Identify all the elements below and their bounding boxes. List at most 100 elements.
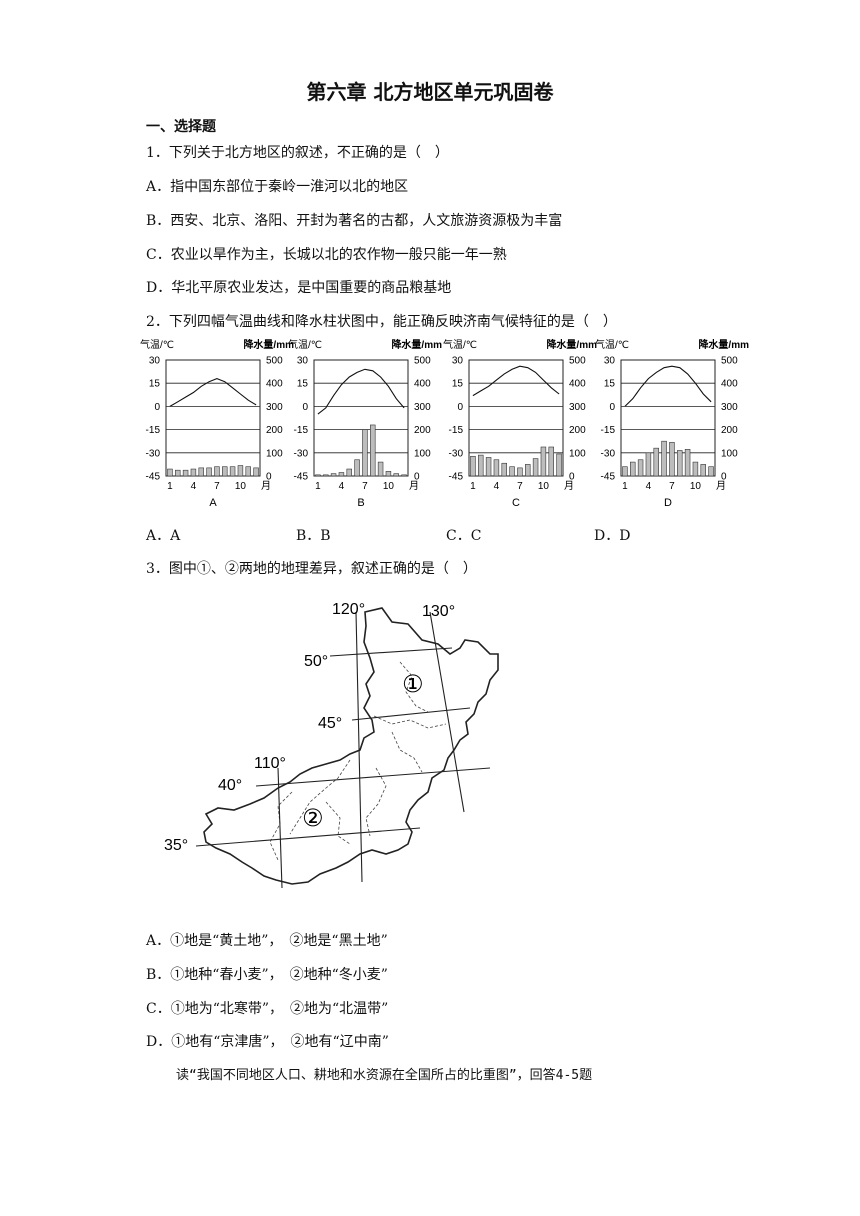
question-3-stem: 3．图中①、②两地的地理差异，叙述正确的是（ ） bbox=[146, 561, 477, 577]
precip-bar bbox=[237, 465, 244, 477]
precip-bar bbox=[556, 453, 562, 477]
precip-axis-label: 降水量/mm bbox=[698, 338, 749, 351]
precip-bar bbox=[708, 466, 714, 477]
question-3-option-a[interactable]: A．①地是“黄土地”， ②地是“黑土地” bbox=[146, 933, 388, 949]
precip-bar bbox=[684, 449, 691, 477]
chart-caption: A bbox=[209, 497, 217, 509]
precip-bar bbox=[540, 446, 547, 477]
x-tick-label: 10 bbox=[383, 481, 395, 492]
precip-tick-label: 0 bbox=[414, 472, 420, 483]
precip-tick-label: 500 bbox=[266, 356, 283, 367]
temp-tick-label: -30 bbox=[449, 448, 464, 459]
x-tick-label: 月 bbox=[716, 480, 726, 492]
precip-bar bbox=[182, 469, 189, 477]
precip-tick-label: 400 bbox=[569, 379, 586, 390]
precip-bar bbox=[315, 474, 321, 477]
precip-bar bbox=[509, 466, 515, 477]
question-1-option-c[interactable]: C．农业以旱作为主，长城以北的农作物一般只能一年一熟 bbox=[146, 247, 507, 263]
precip-bar bbox=[645, 452, 652, 477]
precip-tick-label: 100 bbox=[266, 448, 283, 459]
temp-tick-label: 0 bbox=[302, 402, 308, 413]
x-tick-label: 月 bbox=[261, 480, 271, 492]
x-tick-label: 7 bbox=[362, 481, 368, 492]
x-tick-label: 7 bbox=[517, 481, 523, 492]
precip-bar bbox=[470, 455, 476, 477]
precip-bar bbox=[493, 459, 500, 477]
northern-region-map: 120° 130° 110° 50° 45° 40° 35° ① ② bbox=[164, 601, 499, 889]
question-1-stem: 1．下列关于北方地区的叙述，不正确的是（ ） bbox=[146, 145, 449, 161]
temp-tick-label: 15 bbox=[452, 379, 464, 390]
temp-tick-label: -30 bbox=[601, 448, 616, 459]
x-tick-label: 10 bbox=[235, 481, 247, 492]
question-2-option-a[interactable]: A．A bbox=[146, 528, 181, 544]
temp-line bbox=[472, 365, 560, 397]
precip-tick-label: 300 bbox=[569, 402, 586, 413]
x-tick-label: 月 bbox=[564, 480, 574, 492]
precip-bar bbox=[525, 464, 531, 477]
precip-bar bbox=[501, 462, 507, 477]
precip-bar bbox=[637, 459, 644, 477]
precip-tick-label: 400 bbox=[721, 379, 738, 390]
lat-label-50: 50° bbox=[304, 653, 328, 670]
precip-tick-label: 300 bbox=[414, 402, 431, 413]
question-2-stem: 2．下列四幅气温曲线和降水柱状图中，能正确反映济南气候特征的是（ ） bbox=[146, 314, 617, 330]
region-label-2: ② bbox=[302, 805, 324, 832]
precip-bar bbox=[393, 473, 399, 477]
page-title: 第六章 北方地区单元巩固卷 bbox=[306, 80, 554, 104]
x-tick-label: 4 bbox=[646, 481, 652, 492]
precip-bar bbox=[517, 467, 523, 477]
plot-frame bbox=[165, 359, 261, 477]
precip-bar bbox=[532, 458, 539, 477]
temp-tick-label: 30 bbox=[149, 356, 161, 367]
temp-tick-label: -45 bbox=[601, 472, 616, 483]
x-tick-label: 1 bbox=[470, 481, 476, 492]
precip-bar bbox=[700, 464, 706, 477]
precip-bar bbox=[692, 461, 699, 477]
precip-tick-label: 500 bbox=[569, 356, 586, 367]
precip-bar bbox=[354, 459, 360, 477]
precip-tick-label: 0 bbox=[721, 472, 727, 483]
temp-tick-label: 30 bbox=[297, 356, 309, 367]
temp-tick-label: 0 bbox=[457, 402, 463, 413]
precip-bar bbox=[222, 466, 228, 477]
precip-bar bbox=[630, 461, 636, 477]
precip-tick-label: 200 bbox=[569, 425, 586, 436]
x-tick-label: 4 bbox=[339, 481, 345, 492]
precip-tick-label: 200 bbox=[721, 425, 738, 436]
temp-tick-label: 0 bbox=[609, 402, 615, 413]
lat-label-40: 40° bbox=[218, 777, 242, 794]
precip-bar bbox=[548, 446, 554, 477]
precip-bar bbox=[622, 466, 628, 477]
question-2-option-b[interactable]: B．B bbox=[296, 528, 331, 544]
chart-caption: B bbox=[357, 497, 364, 509]
precip-bar bbox=[190, 468, 197, 477]
question-1-option-d[interactable]: D．华北平原农业发达，是中国重要的商品粮基地 bbox=[146, 280, 452, 296]
precip-bar bbox=[669, 442, 675, 477]
question-2-option-d[interactable]: D．D bbox=[594, 528, 631, 544]
precip-tick-label: 500 bbox=[414, 356, 431, 367]
temp-axis-label: 气温/℃ bbox=[443, 338, 477, 351]
precip-bar bbox=[175, 469, 181, 477]
precip-tick-label: 300 bbox=[266, 402, 283, 413]
section-heading: 一、选择题 bbox=[146, 119, 216, 135]
question-3-option-d[interactable]: D．①地有“京津唐”， ②地有“辽中南” bbox=[146, 1034, 389, 1050]
temp-line bbox=[624, 365, 712, 407]
precip-bar bbox=[362, 429, 368, 477]
precip-tick-label: 0 bbox=[266, 472, 272, 483]
question-1-option-b[interactable]: B．西安、北京、洛阳、开封为著名的古都，人文旅游资源极为丰富 bbox=[146, 213, 563, 229]
question-2-option-c[interactable]: C．C bbox=[446, 528, 482, 544]
precip-bar bbox=[198, 467, 204, 477]
question-1-option-a[interactable]: A．指中国东部位于秦岭一淮河以北的地区 bbox=[146, 179, 409, 195]
temp-axis-label: 气温/℃ bbox=[140, 338, 174, 351]
temp-tick-label: -45 bbox=[294, 472, 309, 483]
temp-line bbox=[169, 378, 257, 407]
question-3-option-b[interactable]: B．①地种“春小麦”， ②地种“冬小麦” bbox=[146, 967, 388, 983]
precip-tick-label: 200 bbox=[266, 425, 283, 436]
question-3-option-c[interactable]: C．①地为“北寒带”， ②地为“北温带” bbox=[146, 1001, 389, 1017]
chart-caption: D bbox=[664, 497, 672, 509]
precip-bar bbox=[478, 454, 484, 477]
